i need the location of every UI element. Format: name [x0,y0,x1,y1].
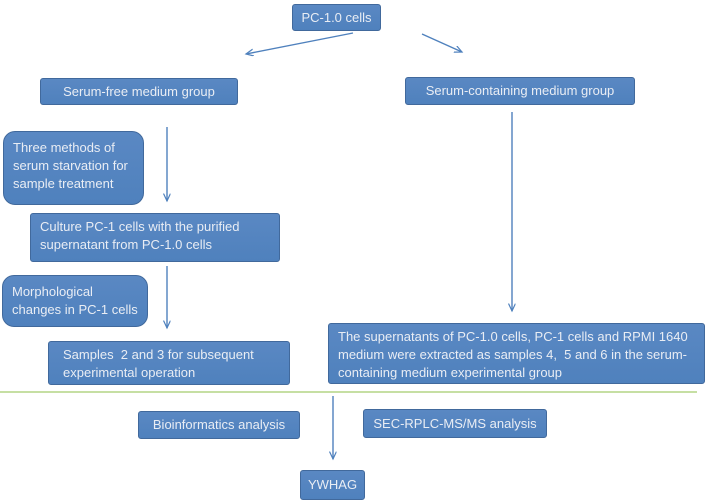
node-culture-step: Culture PC-1 cells with the purified sup… [30,213,280,262]
node-starvation-methods: Three methods of serum starvation for sa… [3,131,144,205]
node-serum-containing-group: Serum-containing medium group [405,77,635,105]
arrow-root-to-serum-free [246,32,354,54]
node-result-ywhag: YWHAG [300,470,365,500]
arrow-root-to-serum-containing [421,33,462,52]
section-divider-line [0,391,697,393]
node-morphology-changes: Morphological changes in PC-1 cells [2,275,148,327]
node-samples-step: Samples 2 and 3 for subsequent experimen… [48,341,290,385]
node-supernatants-step: The supernatants of PC-1.0 cells, PC-1 c… [328,323,705,384]
node-root-cells: PC-1.0 cells [292,4,381,31]
node-bioinformatics-analysis: Bioinformatics analysis [138,411,300,439]
node-ms-analysis: SEC-RPLC-MS/MS analysis [363,409,547,438]
node-serum-free-group: Serum-free medium group [40,78,238,105]
